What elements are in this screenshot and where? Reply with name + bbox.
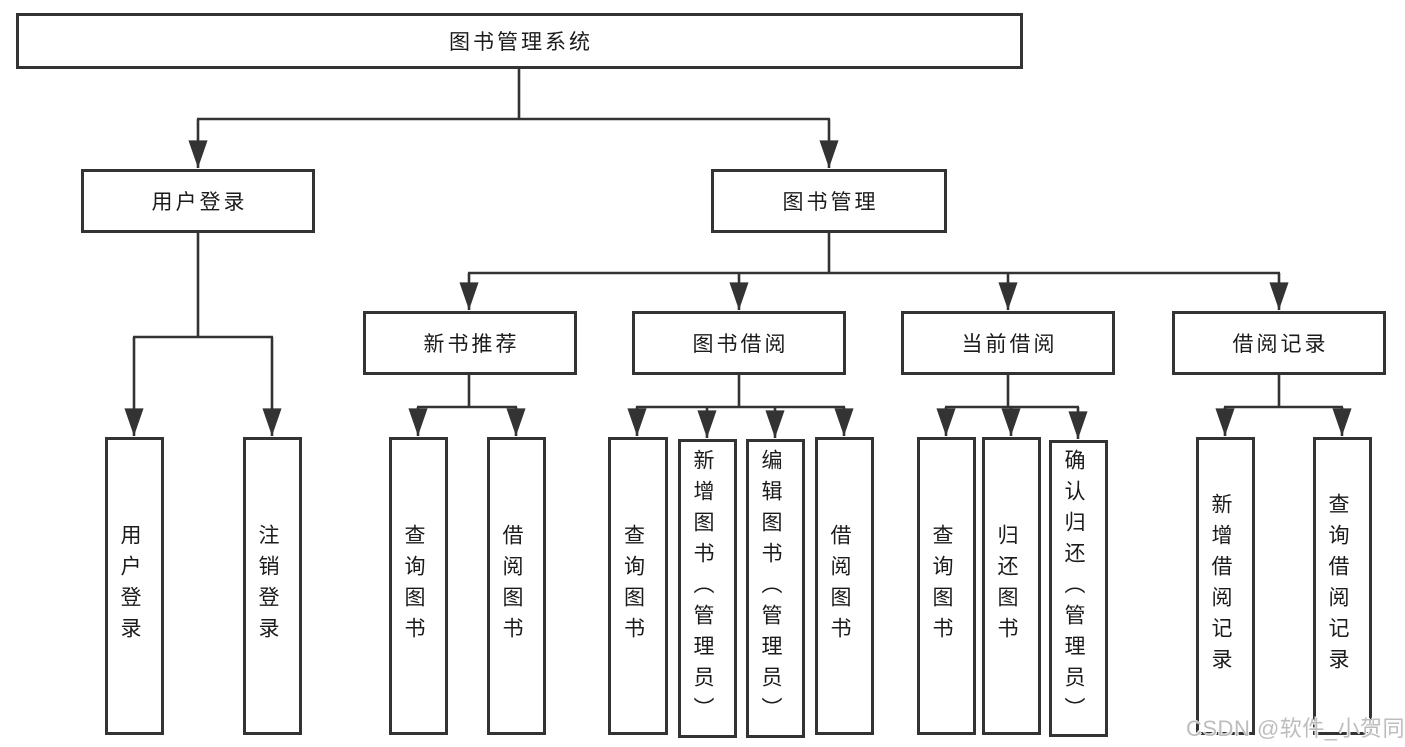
leaf-edit-books-admin: 编辑图书（管理员） bbox=[746, 439, 805, 738]
node-book-borrowing: 图书借阅 bbox=[632, 311, 846, 375]
node-label: 借阅图书 bbox=[500, 524, 523, 648]
node-label: 编辑图书（管理员） bbox=[759, 449, 782, 728]
node-label: 用户登录 bbox=[151, 191, 248, 214]
node-user-login: 用户登录 bbox=[81, 169, 315, 233]
node-borrowing-records: 借阅记录 bbox=[1172, 311, 1386, 375]
leaf-borrow-query-books: 查询图书 bbox=[608, 437, 668, 735]
node-label: 注销登录 bbox=[256, 524, 279, 648]
leaf-recommend-borrow-books: 借阅图书 bbox=[487, 437, 546, 735]
node-label: 新增借阅记录 bbox=[1209, 493, 1232, 679]
node-label: 图书借阅 bbox=[692, 333, 789, 356]
node-label: 查询图书 bbox=[402, 524, 425, 648]
node-label: 用户登录 bbox=[118, 524, 141, 648]
leaf-logout-login: 注销登录 bbox=[243, 437, 302, 735]
node-label: 新书推荐 bbox=[423, 333, 520, 356]
node-label: 借阅记录 bbox=[1232, 333, 1329, 356]
node-label: 新增图书（管理员） bbox=[691, 449, 714, 728]
leaf-current-query-books: 查询图书 bbox=[917, 437, 976, 735]
leaf-query-borrow-record: 查询借阅记录 bbox=[1313, 437, 1372, 735]
leaf-borrow-borrow-books: 借阅图书 bbox=[815, 437, 874, 735]
node-label: 查询借阅记录 bbox=[1326, 493, 1349, 679]
node-label: 归还图书 bbox=[995, 524, 1018, 648]
node-book-management: 图书管理 bbox=[711, 169, 947, 233]
leaf-confirm-return-admin: 确认归还（管理员） bbox=[1049, 440, 1108, 737]
node-label: 查询图书 bbox=[930, 524, 953, 648]
node-new-book-recommendation: 新书推荐 bbox=[363, 311, 577, 375]
node-label: 确认归还（管理员） bbox=[1062, 449, 1085, 728]
node-label: 图书管理系统 bbox=[449, 31, 593, 54]
node-label: 借阅图书 bbox=[828, 524, 851, 648]
leaf-add-books-admin: 新增图书（管理员） bbox=[678, 439, 737, 738]
leaf-recommend-query-books: 查询图书 bbox=[389, 437, 448, 735]
leaf-user-login: 用户登录 bbox=[105, 437, 164, 735]
node-current-borrowing: 当前借阅 bbox=[901, 311, 1115, 375]
node-library-management-system: 图书管理系统 bbox=[16, 13, 1023, 69]
node-label: 图书管理 bbox=[782, 191, 879, 214]
leaf-return-books: 归还图书 bbox=[982, 437, 1041, 735]
csdn-watermark: CSDN @软件_小贺同学 bbox=[1186, 716, 1405, 741]
node-label: 查询图书 bbox=[621, 524, 645, 648]
leaf-add-borrow-record: 新增借阅记录 bbox=[1196, 437, 1255, 735]
node-label: 当前借阅 bbox=[961, 333, 1058, 356]
